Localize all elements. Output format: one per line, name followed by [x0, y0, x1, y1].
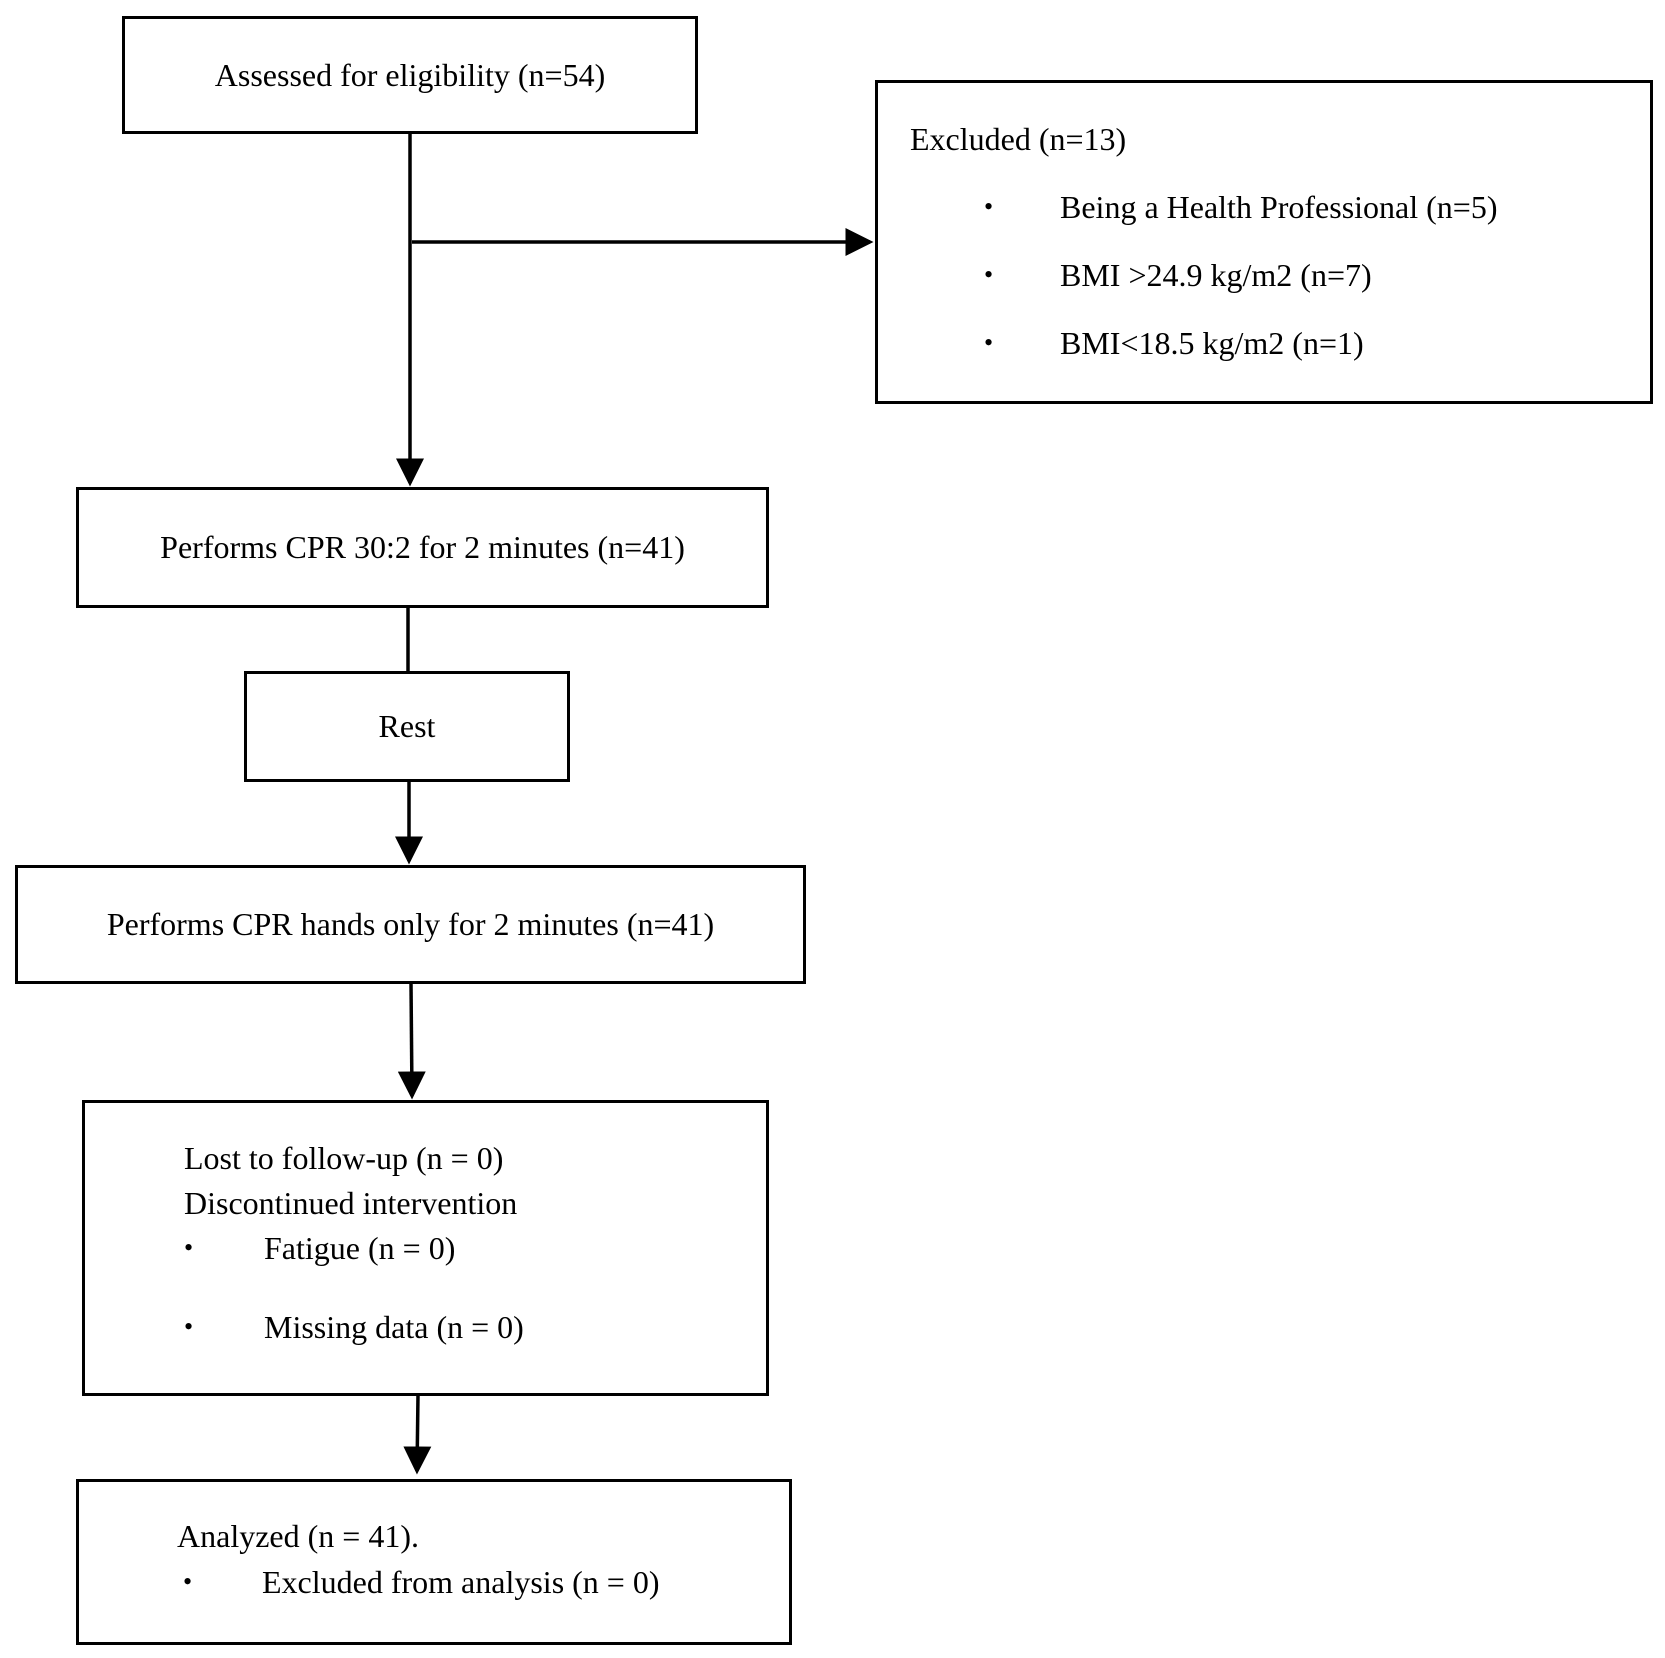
eligibility-box: Assessed for eligibility (n=54): [122, 16, 698, 134]
arrow-follow-up-to-analysis: [403, 1394, 432, 1475]
cpr-30-2-box: Performs CPR 30:2 for 2 minutes (n=41): [76, 487, 769, 608]
excluded-bullet-icon: •: [984, 192, 994, 221]
excluded-item-bmi-low: BMI<18.5 kg/m2 (n=1): [1060, 325, 1364, 361]
rest-box: Rest: [244, 671, 570, 782]
analysis-box: Analyzed (n = 41). • Excluded from analy…: [76, 1479, 792, 1645]
missing-data-item: Missing data (n = 0): [264, 1309, 524, 1345]
rest-label: Rest: [378, 708, 436, 744]
discontinued-intervention-label: Discontinued intervention: [184, 1185, 518, 1221]
excluded-box: Excluded (n=13) • Being a Health Profess…: [875, 80, 1653, 404]
excluded-bullet-icon: •: [984, 260, 994, 289]
follow-up-bullet-icon: •: [184, 1233, 194, 1262]
cpr-30-2-label: Performs CPR 30:2 for 2 minutes (n=41): [160, 529, 685, 565]
excluded-bullet-icon: •: [984, 328, 994, 357]
arrow-cpr-hands-only-to-follow-up: [397, 982, 426, 1100]
cpr-hands-only-label: Performs CPR hands only for 2 minutes (n…: [106, 906, 715, 942]
excluded-item-health-professional: Being a Health Professional (n=5): [1060, 189, 1498, 225]
excluded-item-bmi-high: BMI >24.9 kg/m2 (n=7): [1060, 257, 1372, 293]
fatigue-item: Fatigue (n = 0): [264, 1230, 456, 1266]
excluded-from-analysis-item: Excluded from analysis (n = 0): [262, 1564, 660, 1600]
excluded-title: Excluded (n=13): [910, 121, 1127, 157]
analysis-bullet-icon: •: [183, 1567, 193, 1596]
cpr-hands-only-box: Performs CPR hands only for 2 minutes (n…: [15, 865, 806, 984]
follow-up-box: Lost to follow-up (n = 0) Discontinued i…: [82, 1100, 769, 1396]
eligibility-label: Assessed for eligibility (n=54): [214, 56, 606, 93]
analyzed-label: Analyzed (n = 41).: [177, 1518, 419, 1554]
follow-up-bullet-icon: •: [184, 1312, 194, 1341]
lost-to-follow-up-label: Lost to follow-up (n = 0): [184, 1140, 504, 1176]
